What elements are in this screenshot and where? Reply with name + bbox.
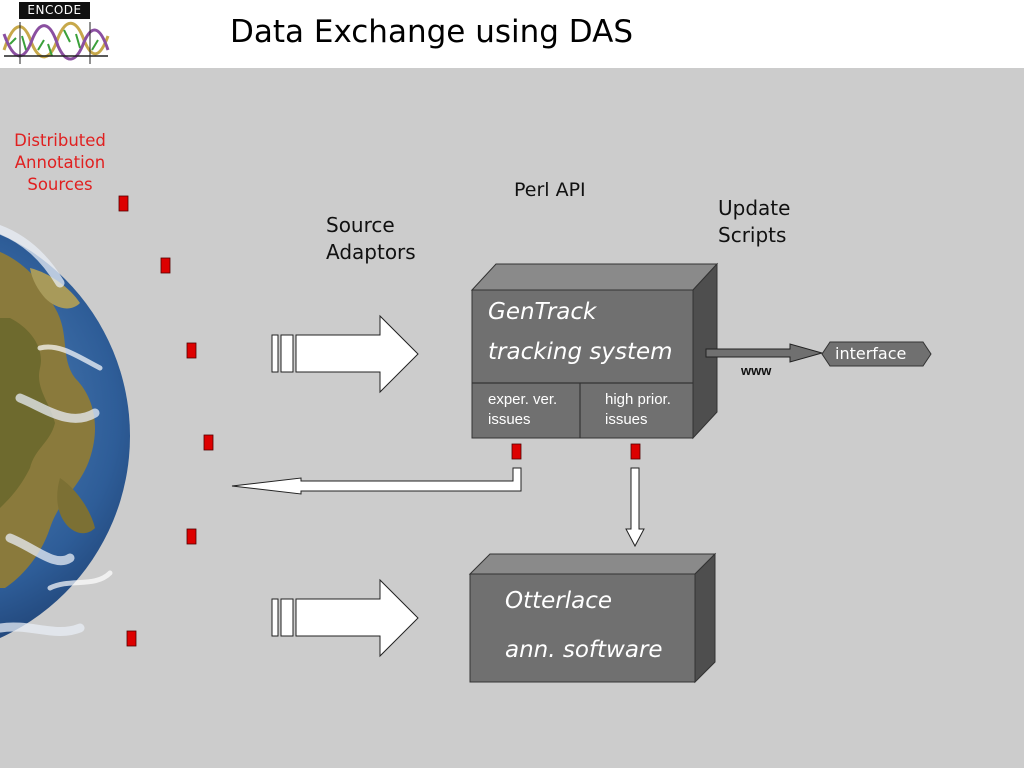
high-priority-issues-cell: high prior. issues bbox=[605, 391, 671, 428]
interface-node bbox=[821, 341, 932, 367]
source-adaptors-label: Source Adaptors bbox=[326, 213, 416, 264]
gentrack-box bbox=[470, 262, 719, 440]
slide-title: Data Exchange using DAS bbox=[230, 14, 633, 50]
www-arrow bbox=[705, 343, 824, 363]
down-arrow bbox=[625, 467, 645, 548]
issue-marker bbox=[630, 443, 641, 460]
gentrack-title-line2: tracking system bbox=[488, 339, 673, 365]
encode-logo: ENCODE bbox=[0, 0, 112, 66]
das-source-marker bbox=[126, 630, 137, 647]
das-source-marker bbox=[203, 434, 214, 451]
feedback-arrow bbox=[231, 467, 522, 495]
diagram-graphics bbox=[0, 195, 932, 684]
das-source-marker bbox=[160, 257, 171, 274]
dna-helix-icon bbox=[2, 21, 110, 64]
otterlace-title-line2: ann. software bbox=[505, 637, 663, 663]
das-source-marker bbox=[186, 342, 197, 359]
diagram-canvas: Distributed Annotation Sources Perl API … bbox=[0, 68, 1024, 768]
update-scripts-label: Update Scripts bbox=[718, 196, 791, 247]
earth-globe-icon bbox=[0, 225, 130, 638]
otterlace-box bbox=[468, 552, 717, 684]
gentrack-title-line1: GenTrack bbox=[488, 299, 597, 325]
www-label: www bbox=[741, 363, 772, 378]
otterlace-title-line1: Otterlace bbox=[505, 588, 613, 614]
interface-label: interface bbox=[835, 344, 907, 363]
experimental-issues-cell: exper. ver. issues bbox=[488, 391, 558, 428]
das-source-marker bbox=[186, 528, 197, 545]
source-adaptor-arrow-upper bbox=[271, 314, 419, 394]
perl-api-label: Perl API bbox=[514, 179, 586, 201]
source-adaptor-arrow-lower bbox=[271, 578, 419, 658]
issue-marker bbox=[511, 443, 522, 460]
slide-header: ENCODE Data Exchange using DAS bbox=[0, 0, 1024, 68]
das-source-marker bbox=[118, 195, 129, 212]
logo-text: ENCODE bbox=[19, 2, 90, 19]
das-label: Distributed Annotation Sources bbox=[14, 131, 106, 194]
